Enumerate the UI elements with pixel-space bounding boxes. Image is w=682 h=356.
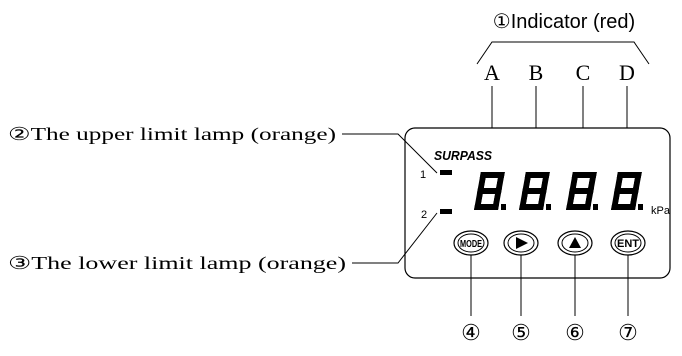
digit-letter-d: D [619, 60, 635, 85]
segment-gap [573, 194, 587, 204]
upper-limit-lamp [440, 170, 452, 175]
segment-f [614, 172, 624, 191]
lower-limit-lamp-label: ③The lower limit lamp (orange) [8, 253, 346, 274]
segment-g [521, 188, 547, 194]
unit-label: kPa [651, 205, 671, 217]
segment-gap [620, 178, 635, 188]
digit-letter-a: A [484, 60, 500, 85]
lamp-number-1: 1 [420, 169, 426, 181]
digit-letter-b: B [529, 60, 544, 85]
upper-limit-lamp-label: ②The upper limit lamp (orange) [8, 124, 336, 145]
segment-f [569, 172, 579, 191]
mode-button-label: MODE [460, 239, 482, 250]
segment-f [522, 172, 532, 191]
segment-b [495, 172, 505, 191]
right-button[interactable] [503, 230, 539, 256]
ent-button-label: ENT [617, 238, 639, 250]
segment-e [474, 191, 484, 210]
decimal-point [593, 204, 598, 210]
decimal-point [501, 204, 506, 210]
segment-g [568, 188, 594, 194]
mode-button[interactable]: MODE [453, 230, 489, 256]
right-triangle-icon [516, 237, 528, 249]
segment-e [611, 191, 621, 210]
button-number-5: ⑤ [511, 320, 531, 345]
segment-gap [483, 178, 498, 188]
segment-f [477, 172, 487, 191]
lower-lamp-leader [352, 212, 438, 264]
up-triangle-icon [569, 237, 581, 248]
digit-d [611, 172, 643, 210]
segment-g [613, 188, 639, 194]
segment-b [632, 172, 642, 191]
segment-b [587, 172, 597, 191]
button-number-7: ⑦ [618, 320, 638, 345]
indicator-title: ①Indicator (red) [493, 11, 635, 33]
decimal-point [638, 204, 643, 210]
button-number-4: ④ [461, 320, 481, 345]
ent-button[interactable]: ENT [610, 230, 646, 256]
button-number-6: ⑥ [565, 320, 585, 345]
digit-b [519, 172, 551, 210]
digit-letter-c: C [576, 60, 591, 85]
decimal-point [546, 204, 551, 210]
upper-lamp-leader [342, 133, 438, 174]
digit-a [474, 172, 506, 210]
segment-display [474, 172, 643, 210]
segment-gap [575, 178, 590, 188]
segment-gap [528, 178, 543, 188]
segment-gap [526, 194, 540, 204]
segment-gap [481, 194, 495, 204]
digit-c [566, 172, 598, 210]
lamp-number-2: 2 [421, 209, 427, 221]
up-button[interactable] [557, 230, 593, 256]
indicator-bracket [476, 41, 650, 65]
lower-limit-lamp [440, 209, 452, 214]
segment-e [519, 191, 529, 210]
brand-logo: SURPASS [434, 148, 492, 163]
segment-e [566, 191, 576, 210]
segment-g [476, 188, 502, 194]
segment-gap [618, 194, 632, 204]
segment-b [540, 172, 550, 191]
